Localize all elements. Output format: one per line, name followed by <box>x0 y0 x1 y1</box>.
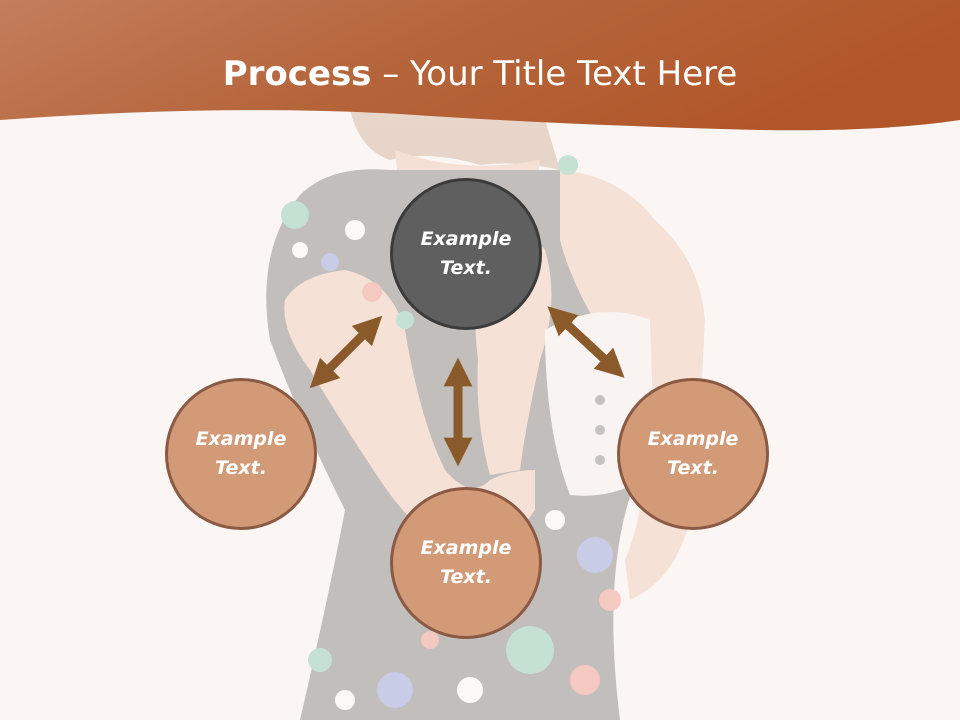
node-top: Example Text. <box>390 178 542 330</box>
node-left: Example Text. <box>165 378 317 530</box>
node-right: Example Text. <box>617 378 769 530</box>
arrow-top-right <box>547 306 625 378</box>
node-bottom: Example Text. <box>390 487 542 639</box>
slide-title: Process – Your Title Text Here <box>0 52 960 96</box>
header-band <box>0 0 960 131</box>
node-right-text: Example Text. <box>647 428 739 479</box>
title-rest: – Your Title Text Here <box>371 54 738 94</box>
node-left-text: Example Text. <box>195 428 287 479</box>
arrow-top-left <box>309 315 383 389</box>
node-top-text: Example Text. <box>420 228 512 279</box>
node-bottom-text: Example Text. <box>420 537 512 588</box>
title-bold-word: Process <box>222 54 372 94</box>
